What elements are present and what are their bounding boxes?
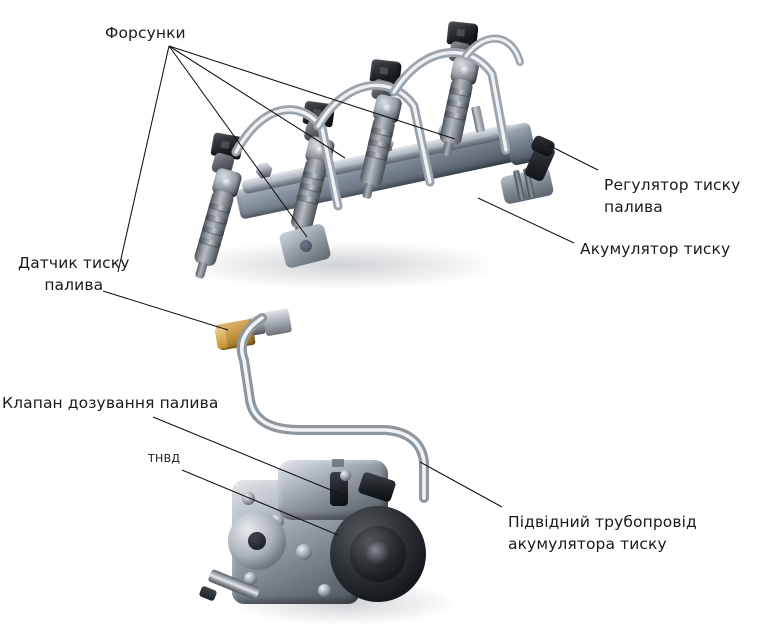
- leader-fuel-pressure-sensor: [102, 290, 229, 331]
- label-fuel-metering-valve: Клапан дозування палива: [2, 394, 219, 412]
- pump-bolt: [244, 572, 257, 585]
- pump-bolt: [242, 492, 255, 505]
- leader-accumulator-supply-line: [419, 461, 503, 508]
- leader-fuel-metering-valve: [152, 416, 349, 498]
- leader-high-pressure-pump: [181, 469, 339, 536]
- leader-injectors: [117, 45, 456, 273]
- shadow: [175, 240, 505, 290]
- leader-pressure-regulator: [547, 144, 599, 171]
- pump-bolt: [340, 470, 351, 481]
- label-high-pressure-pump: ТНВД: [148, 452, 181, 465]
- pump-bolt: [318, 584, 331, 597]
- label-injectors: Форсунки: [105, 24, 186, 42]
- label-accumulator-supply-line: Підвідний трубопровід акумулятора тиску: [508, 513, 697, 554]
- label-pressure-regulator: Регулятор тиску палива: [604, 176, 741, 217]
- leader-pressure-accumulator: [477, 197, 575, 244]
- label-pressure-accumulator: Акумулятор тиску: [580, 240, 731, 258]
- label-fuel-pressure-sensor: Датчик тиску палива: [18, 254, 130, 295]
- pipe-bracket-hole: [300, 240, 312, 252]
- high-pressure-pump-part: [198, 452, 432, 630]
- pump-bolt: [296, 544, 312, 560]
